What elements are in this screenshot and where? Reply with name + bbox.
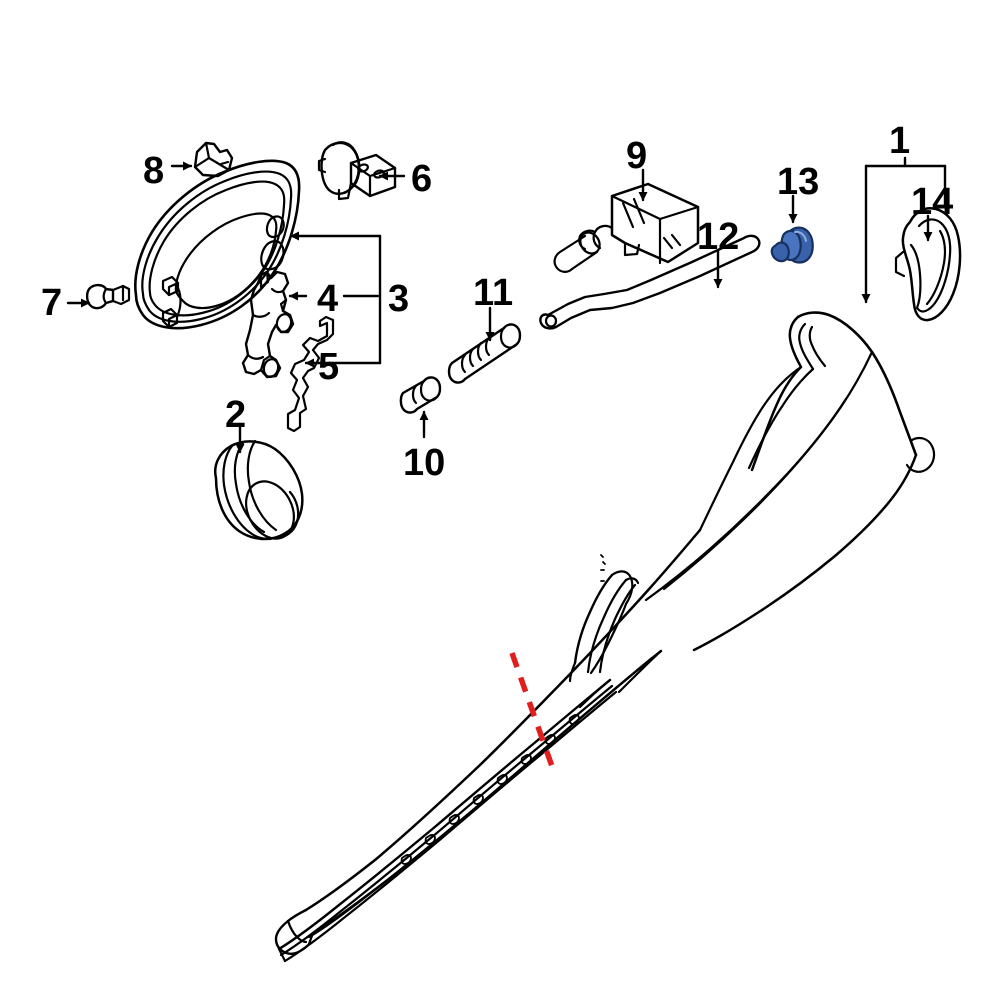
callout-leaders (66, 156, 947, 454)
part-6-striker (317, 141, 397, 201)
callout-label-10[interactable]: 10 (403, 442, 446, 484)
callout-label-6[interactable]: 6 (411, 158, 433, 200)
part-13-clip (770, 226, 814, 264)
callout-label-12[interactable]: 12 (697, 216, 740, 258)
part-5-link-rod (286, 315, 335, 433)
part-11-pin (447, 323, 522, 384)
callout-label-2[interactable]: 2 (225, 394, 247, 436)
part-10-bushing (399, 376, 442, 414)
part-14-handle (894, 207, 962, 322)
part-4-lock-bracket (241, 270, 295, 379)
part-8-clip (193, 141, 234, 178)
leader-3 (289, 231, 382, 365)
leader-1 (861, 156, 947, 304)
callout-label-7[interactable]: 7 (41, 282, 63, 324)
callout-label-4[interactable]: 4 (317, 278, 339, 320)
cut-line (509, 652, 557, 773)
part-7-screw (85, 283, 131, 310)
callout-label-14[interactable]: 14 (911, 181, 954, 223)
callout-label-13[interactable]: 13 (777, 161, 820, 203)
part-9-actuator (553, 182, 700, 273)
callout-label-3[interactable]: 3 (388, 278, 410, 320)
part-2-grommet (214, 439, 304, 541)
callout-label-8[interactable]: 8 (143, 150, 165, 192)
callout-label-5[interactable]: 5 (318, 346, 340, 388)
callout-label-9[interactable]: 9 (626, 135, 648, 177)
part-3-door-panel (134, 159, 301, 330)
part-12-control-rod (539, 234, 761, 330)
callout-label-11[interactable]: 11 (473, 272, 514, 314)
callout-label-1[interactable]: 1 (889, 120, 911, 162)
part-1-rocker-panel (274, 311, 936, 963)
